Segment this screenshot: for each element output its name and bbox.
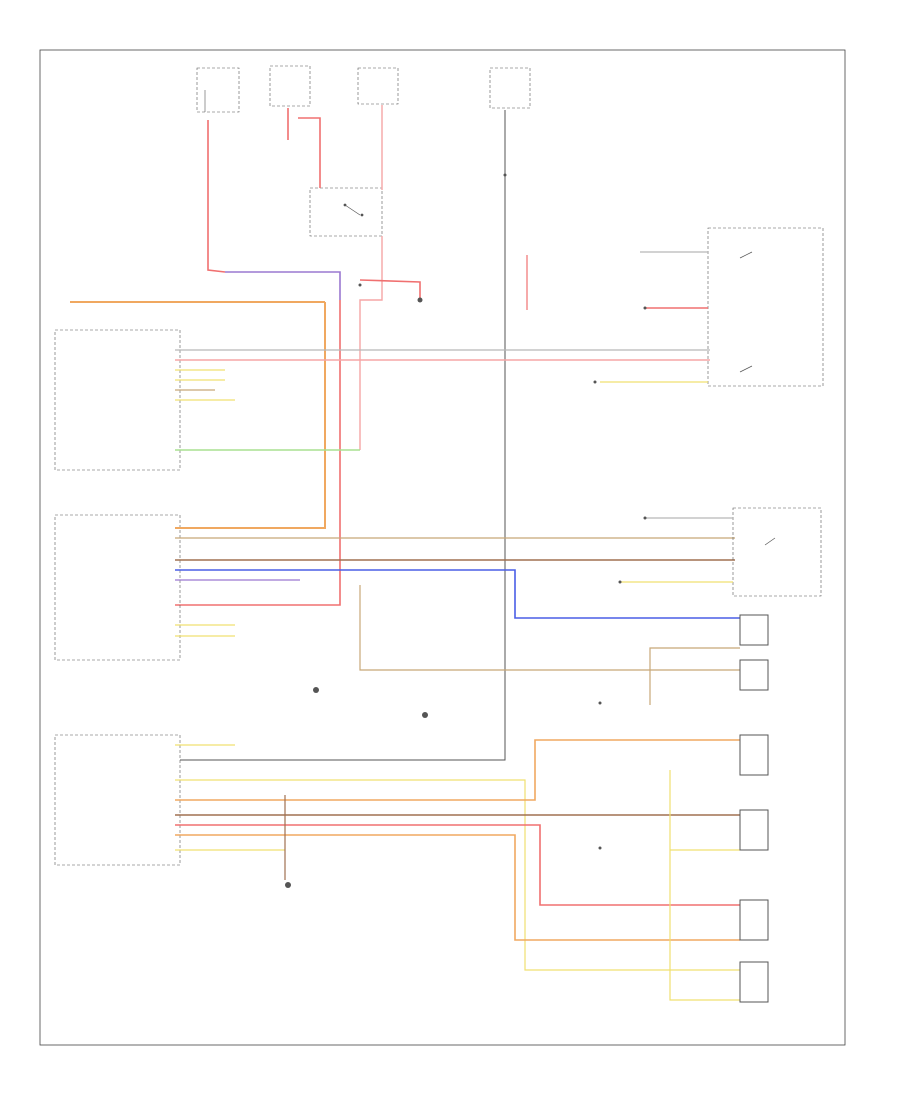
switch-module-upper-right xyxy=(707,227,824,387)
fuse-block-left xyxy=(196,67,240,113)
wire-black-trunk xyxy=(180,110,506,761)
relay-module-center xyxy=(309,187,383,237)
wire-yellow-9 xyxy=(669,770,740,1001)
wire-red-main xyxy=(175,300,341,606)
wire-tan-switch xyxy=(649,647,740,705)
wire-orange-2 xyxy=(175,739,740,801)
diagram-frame xyxy=(39,49,846,1046)
switch-module-mid-right xyxy=(732,507,822,597)
fuse-block-right xyxy=(489,67,531,109)
wire-red-relay xyxy=(287,108,321,188)
module-upper-left xyxy=(54,329,181,471)
module-mid-left xyxy=(54,514,181,661)
wire-orange-drop xyxy=(175,302,326,529)
wire-red-2 xyxy=(175,824,740,906)
ground-symbols xyxy=(285,297,428,888)
wire-pink-supply xyxy=(359,105,383,450)
fuse-block-third xyxy=(357,67,399,105)
wire-violet-feed xyxy=(225,271,341,300)
connector-dots xyxy=(358,173,647,850)
wire-orange-3 xyxy=(175,834,740,941)
wire-red-feed xyxy=(207,120,226,273)
switch-stack-right xyxy=(739,614,769,1003)
wire-blue-1 xyxy=(175,569,740,619)
module-lower-left xyxy=(54,734,181,866)
wire-yellow-7 xyxy=(175,779,740,971)
wire-tan-ground xyxy=(359,585,740,671)
fuse-block-second xyxy=(269,65,311,107)
wire-red-ground xyxy=(359,279,421,300)
